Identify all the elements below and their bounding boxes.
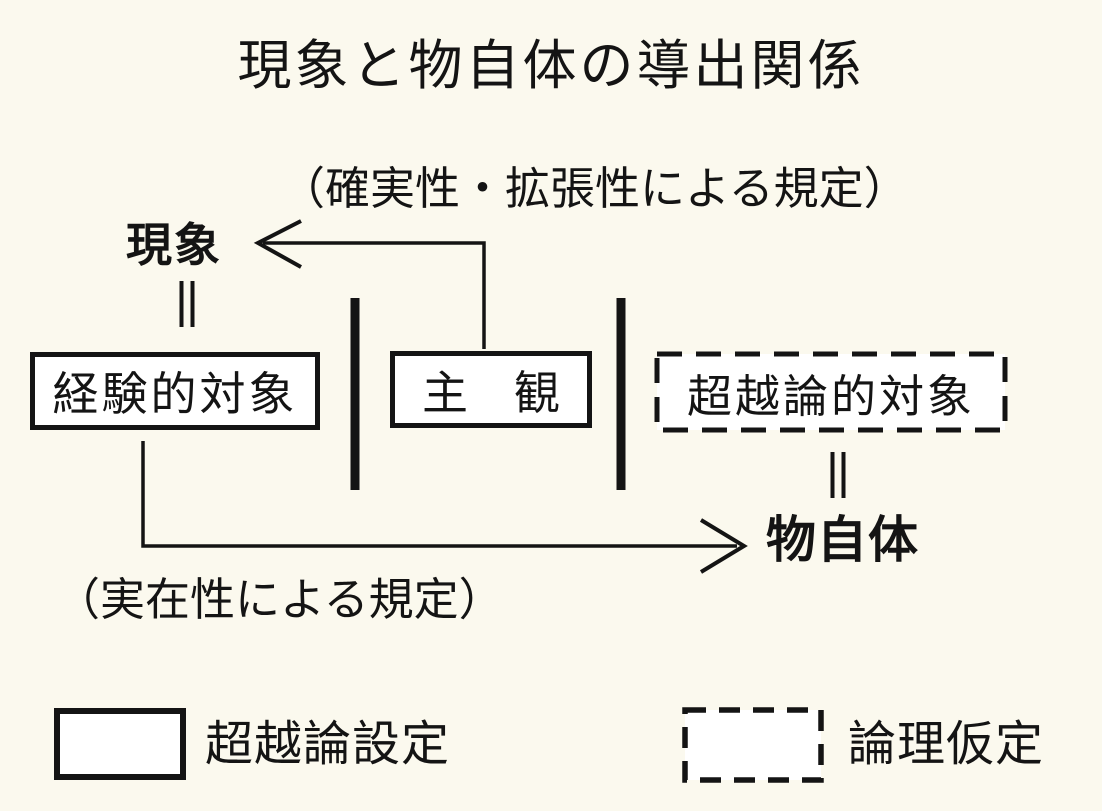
legend-label-transcendental-setting: 超越論設定 (205, 718, 451, 771)
label-empirical-object: 経験的対象 (52, 368, 298, 420)
arrow-subject-to-phenomenon (253, 219, 486, 349)
equals-link-phenomenon (179, 281, 195, 327)
equals-link-thing-in-itself (830, 452, 846, 498)
annotation-reality: （実在性による規定） (55, 574, 504, 625)
legend-swatch-solid (54, 708, 186, 780)
label-subject: 主 観 (422, 366, 560, 419)
arrowhead-right-icon (699, 518, 748, 574)
arrow-subject-to-phenomenon-line (263, 241, 486, 349)
arrowhead-left-icon (253, 219, 302, 269)
arrow-empirical-to-thing-in-itself (141, 441, 748, 574)
label-phenomenon: 現象 (126, 219, 222, 271)
legend-swatch-dashed (682, 707, 824, 783)
box-transcendental-object-outline (654, 351, 1008, 433)
arrow-empirical-to-thing-line (141, 441, 737, 548)
diagram-title: 現象と物自体の導出関係 (237, 36, 865, 96)
box-transcendental-object: 超越論的対象 (657, 354, 1005, 430)
label-thing-in-itself: 物自体 (766, 512, 919, 568)
box-subject: 主 観 (390, 351, 592, 428)
legend-label-logical-assumption: 論理仮定 (848, 718, 1045, 771)
box-empirical-object: 経験的対象 (30, 352, 320, 430)
annotation-certainty: （確実性・拡張性による規定） (280, 163, 909, 214)
label-transcendental-object: 超越論的対象 (686, 370, 975, 422)
